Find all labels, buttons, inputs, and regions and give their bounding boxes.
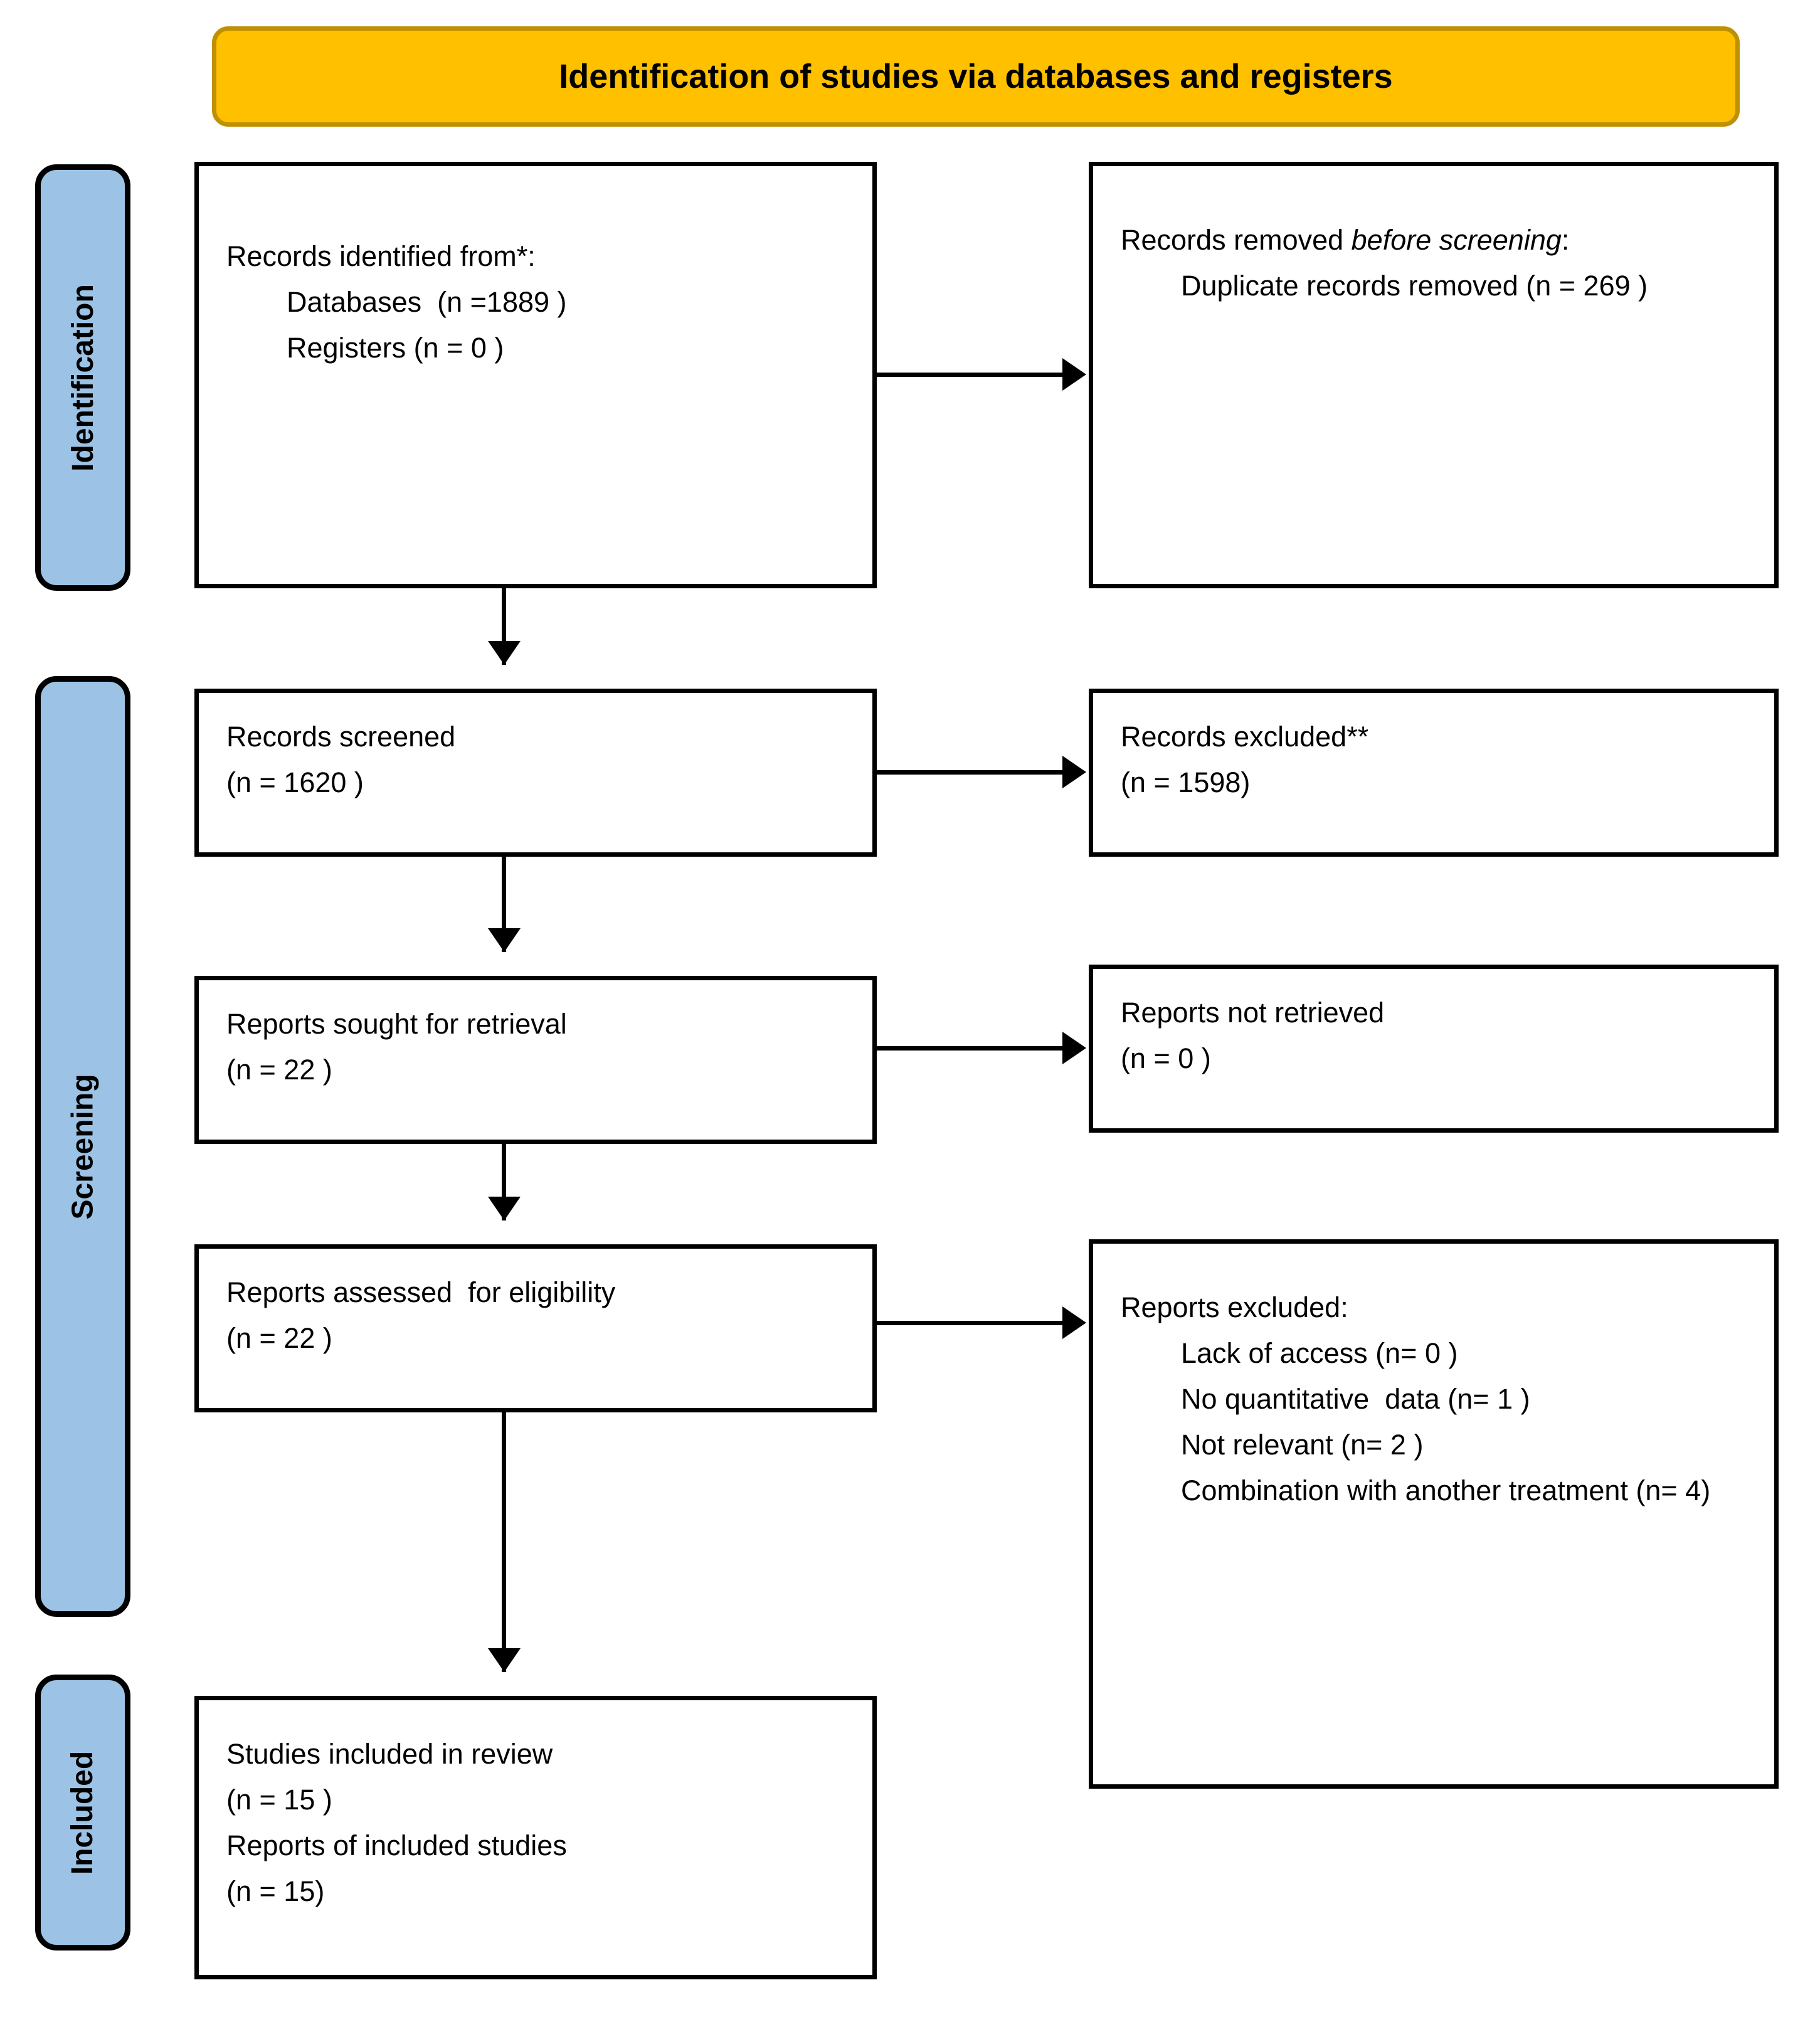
- stage-label-screening: Screening: [35, 676, 130, 1617]
- stage-label-included: Included: [35, 1675, 130, 1951]
- records-screened-count: (n = 1620 ): [226, 766, 364, 798]
- arrowhead-right-icon: [1062, 1032, 1086, 1064]
- box-records-excluded: Records excluded** (n = 1598): [1089, 689, 1779, 857]
- box-studies-included: Studies included in review (n = 15 ) Rep…: [194, 1696, 877, 1979]
- arrowhead-right-icon: [1062, 1306, 1086, 1339]
- stage-label-included-text: Included: [66, 1750, 100, 1875]
- records-identified-databases: Databases (n =1889 ): [287, 285, 567, 318]
- box-reports-not-retrieved: Reports not retrieved (n = 0 ): [1089, 965, 1779, 1133]
- reports-excluded-not-relevant: Not relevant (n= 2 ): [1181, 1428, 1424, 1461]
- records-removed-duplicates: Duplicate records removed (n = 269 ): [1181, 269, 1648, 302]
- diagram-header-banner: Identification of studies via databases …: [212, 26, 1740, 127]
- reports-excluded-combination: Combination with another treatment (n= 4…: [1181, 1474, 1711, 1506]
- box-records-removed: Records removed before screening: Duplic…: [1089, 162, 1779, 588]
- stage-label-identification: Identification: [35, 164, 130, 591]
- connector-screened-to-excluded: [877, 770, 1065, 775]
- studies-included-count: (n = 15 ): [226, 1783, 332, 1816]
- reports-excluded-lack-of-access: Lack of access (n= 0 ): [1181, 1337, 1458, 1369]
- reports-assessed-count: (n = 22 ): [226, 1321, 332, 1354]
- box-records-identified: Records identified from*: Databases (n =…: [194, 162, 877, 588]
- connector-sought-to-not-retrieved: [877, 1046, 1065, 1051]
- reports-sought-count: (n = 22 ): [226, 1053, 332, 1086]
- reports-sought-heading: Reports sought for retrieval: [226, 1008, 567, 1040]
- records-removed-heading: Records removed before screening:: [1121, 218, 1738, 263]
- arrowhead-down-icon: [488, 928, 521, 952]
- stage-label-screening-text: Screening: [66, 1073, 100, 1220]
- stage-label-identification-text: Identification: [66, 283, 100, 472]
- reports-excluded-heading: Reports excluded:: [1121, 1291, 1348, 1323]
- studies-included-heading: Studies included in review: [226, 1738, 553, 1770]
- reports-not-retrieved-heading: Reports not retrieved: [1121, 997, 1385, 1029]
- connector-identified-to-removed: [877, 373, 1065, 377]
- reports-included-heading: Reports of included studies: [226, 1829, 567, 1861]
- box-reports-sought: Reports sought for retrieval (n = 22 ): [194, 976, 877, 1144]
- records-removed-heading-italic: before screening: [1351, 224, 1562, 256]
- reports-assessed-heading: Reports assessed for eligibility: [226, 1276, 616, 1308]
- reports-not-retrieved-count: (n = 0 ): [1121, 1042, 1211, 1074]
- connector-identified-to-screened: [502, 588, 506, 665]
- connector-assessed-to-reports-excluded: [877, 1321, 1065, 1325]
- arrowhead-down-icon: [488, 641, 521, 665]
- arrowhead-down-icon: [488, 1648, 521, 1672]
- connector-screened-to-sought: [502, 857, 506, 952]
- arrowhead-right-icon: [1062, 358, 1086, 391]
- records-identified-registers: Registers (n = 0 ): [287, 331, 504, 364]
- connector-sought-to-assessed: [502, 1144, 506, 1220]
- reports-excluded-no-quantitative-data: No quantitative data (n= 1 ): [1181, 1382, 1530, 1415]
- records-removed-heading-suffix: :: [1561, 224, 1570, 256]
- records-screened-heading: Records screened: [226, 721, 456, 753]
- arrowhead-right-icon: [1062, 756, 1086, 788]
- connector-assessed-to-included: [502, 1412, 506, 1672]
- box-records-screened: Records screened (n = 1620 ): [194, 689, 877, 857]
- records-excluded-count: (n = 1598): [1121, 766, 1251, 798]
- records-identified-heading: Records identified from*:: [226, 240, 536, 272]
- reports-included-count: (n = 15): [226, 1875, 325, 1907]
- page-title: Identification of studies via databases …: [559, 58, 1393, 95]
- records-removed-heading-prefix: Records removed: [1121, 224, 1352, 256]
- box-reports-assessed: Reports assessed for eligibility (n = 22…: [194, 1244, 877, 1412]
- records-excluded-heading: Records excluded**: [1121, 721, 1369, 753]
- arrowhead-down-icon: [488, 1197, 521, 1220]
- box-reports-excluded: Reports excluded: Lack of access (n= 0 )…: [1089, 1239, 1779, 1789]
